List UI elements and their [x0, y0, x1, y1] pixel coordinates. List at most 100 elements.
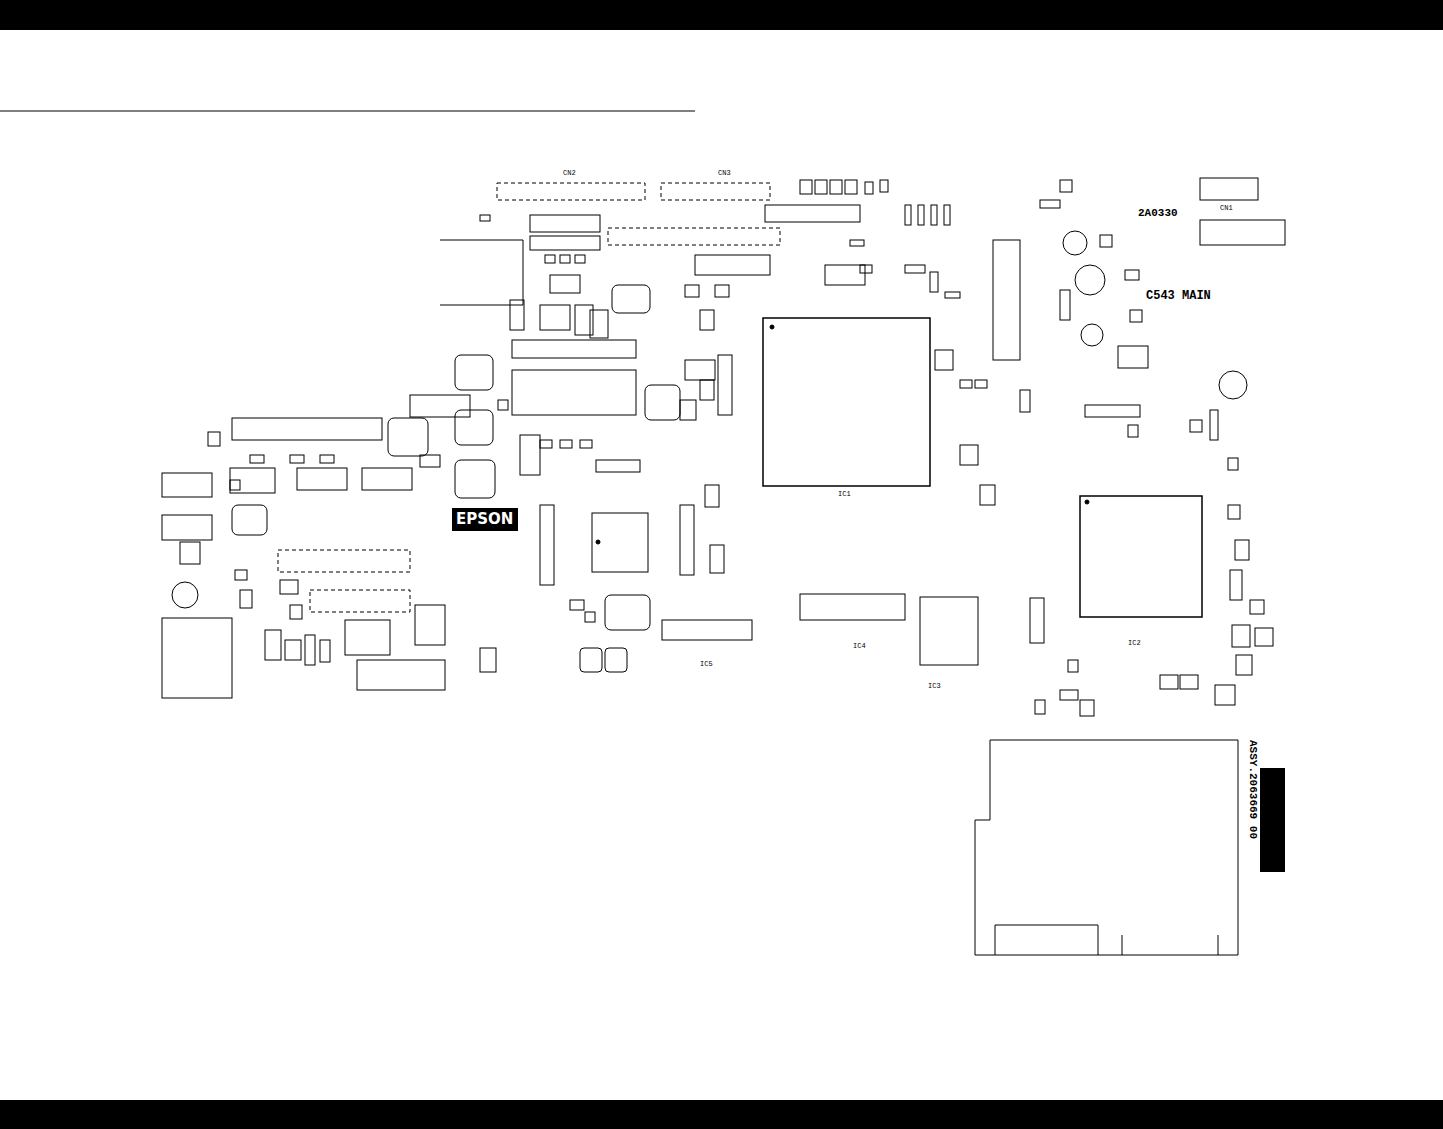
- smd-part: [545, 255, 555, 263]
- smd-part: [230, 480, 240, 490]
- smd-part: [1228, 458, 1238, 470]
- assembly-number: ASSY.2063669 00: [1247, 740, 1258, 839]
- smd-part: [420, 455, 440, 467]
- smd-part: [235, 570, 247, 580]
- smd-part: [570, 600, 584, 610]
- smd-part: [290, 605, 302, 619]
- part-label: CN1: [1220, 205, 1233, 212]
- black-tab: [1260, 768, 1285, 872]
- smd-part: [1080, 700, 1094, 716]
- smd-part: [580, 440, 592, 448]
- board-code: 2A0330: [1138, 208, 1178, 219]
- smd-part: [280, 580, 298, 594]
- smd-part: [498, 400, 508, 410]
- header-rule: [0, 111, 695, 112]
- smd-part: [208, 432, 220, 446]
- smd-part: [290, 455, 304, 463]
- smd-part: [1210, 410, 1218, 440]
- logo-text: EPSON: [456, 512, 514, 527]
- smd-part: [1060, 180, 1072, 192]
- smd-part: [1060, 690, 1078, 700]
- smd-part: [960, 380, 972, 388]
- smd-part: [560, 255, 570, 263]
- smd-part: [1255, 628, 1273, 646]
- smd-part: [180, 542, 200, 564]
- smd-part: [850, 240, 864, 246]
- smd-part: [710, 545, 724, 573]
- smd-part: [540, 305, 570, 330]
- smd-part: [1068, 660, 1078, 672]
- smd-part: [825, 265, 865, 285]
- smd-part: [575, 255, 585, 263]
- header-strips: [232, 178, 1285, 690]
- top-bar: [0, 0, 1443, 30]
- smd-part: [590, 310, 608, 338]
- smd-part: [1232, 625, 1250, 647]
- smd-part: [918, 205, 924, 225]
- smd-part: [960, 445, 978, 465]
- smd-part: [815, 180, 827, 194]
- smd-part: [1040, 200, 1060, 208]
- smd-part: [250, 455, 264, 463]
- smd-part: [1160, 675, 1178, 689]
- smd-part: [980, 485, 995, 505]
- smd-part: [520, 435, 540, 475]
- part-label: IC2: [1128, 640, 1141, 647]
- smd-part: [905, 265, 925, 273]
- part-label: CN3: [718, 170, 731, 177]
- smd-part: [930, 272, 938, 292]
- smd-part: [1250, 600, 1264, 614]
- part-label: IC3: [928, 683, 941, 690]
- ic-outlines: [512, 240, 1202, 665]
- smd-part: [685, 285, 699, 297]
- smd-part: [975, 380, 987, 388]
- smd-part: [1236, 655, 1252, 675]
- smd-part: [705, 485, 719, 507]
- part-label: IC5: [700, 661, 713, 668]
- smd-part: [240, 590, 252, 608]
- smd-part: [540, 440, 552, 448]
- smd-part: [480, 648, 496, 672]
- smd-part: [1190, 420, 1202, 432]
- bottom-bar: [0, 1100, 1443, 1129]
- smd-part: [265, 630, 281, 660]
- smd-part: [1235, 540, 1249, 560]
- smd-part: [510, 300, 524, 330]
- smd-part: [1180, 675, 1198, 689]
- smd-part: [715, 285, 729, 297]
- smd-part: [320, 455, 334, 463]
- smd-part: [1020, 390, 1030, 412]
- smd-part: [905, 205, 911, 225]
- smd-part: [1215, 685, 1235, 705]
- smd-part: [1030, 598, 1044, 643]
- board-name: C543 MAIN: [1146, 290, 1211, 302]
- smd-part: [305, 635, 315, 665]
- smd-part: [560, 440, 572, 448]
- smd-part: [1125, 270, 1139, 280]
- smd-part: [685, 360, 715, 380]
- smd-part: [1228, 505, 1240, 519]
- smd-part: [585, 612, 595, 622]
- part-label: IC4: [853, 643, 866, 650]
- smd-part: [935, 350, 953, 370]
- capacitors: [172, 231, 1247, 608]
- part-label: IC1: [838, 491, 851, 498]
- smd-part: [860, 265, 872, 273]
- smd-parts: [180, 180, 1273, 716]
- smd-part: [1060, 290, 1070, 320]
- card-slot: [975, 740, 1238, 955]
- smd-part: [320, 640, 330, 662]
- connector-outlines: [278, 183, 780, 612]
- smd-part: [830, 180, 842, 194]
- smd-part: [700, 380, 714, 400]
- smd-part: [931, 205, 937, 225]
- smd-part: [285, 640, 301, 660]
- smd-part: [865, 182, 873, 194]
- smd-part: [680, 505, 694, 575]
- smd-part: [944, 205, 950, 225]
- smd-part: [1128, 425, 1138, 437]
- smd-part: [540, 505, 554, 585]
- smd-part: [718, 355, 732, 415]
- smd-part: [945, 292, 960, 298]
